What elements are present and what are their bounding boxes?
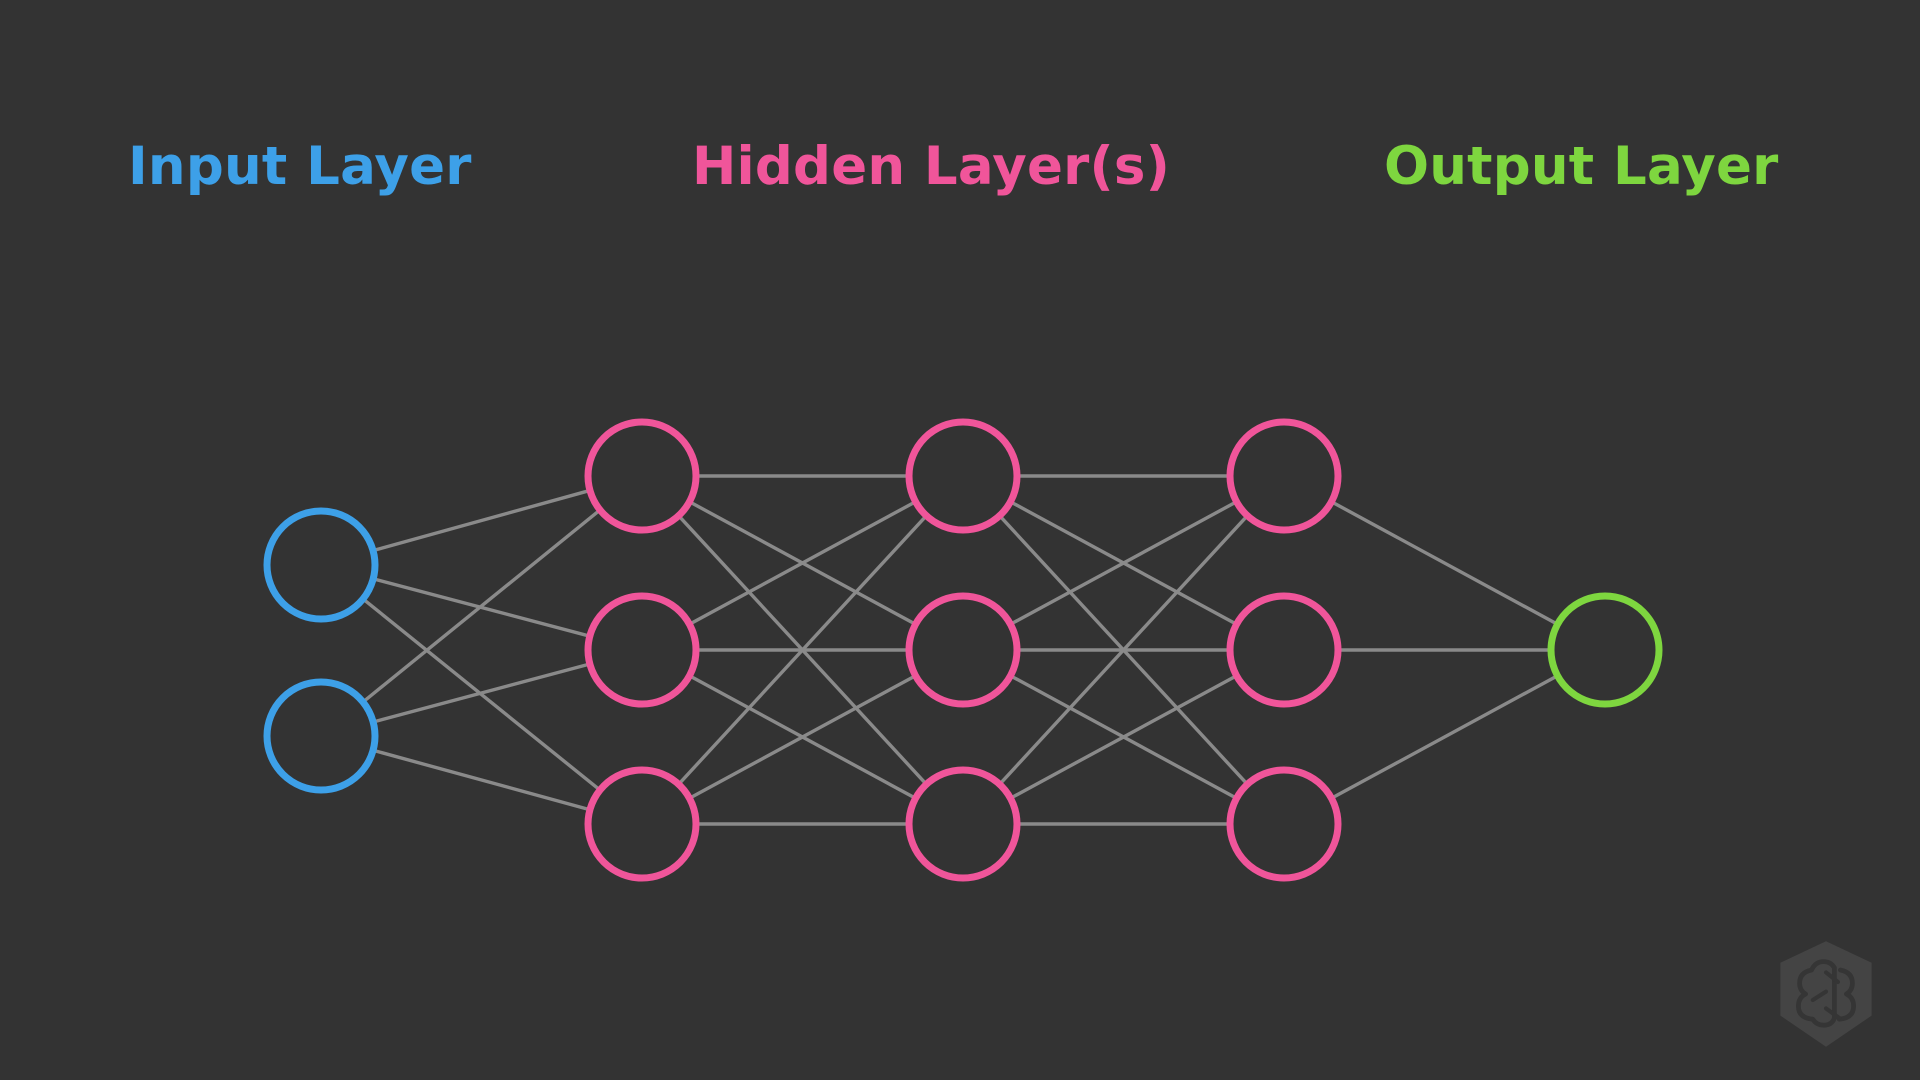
layer-label-output: Output Layer — [1384, 136, 1779, 197]
edge — [687, 674, 918, 800]
neuron-node-hidden[interactable] — [584, 418, 700, 534]
neuron-node-hidden[interactable] — [1226, 418, 1342, 534]
layer-label-input: Input Layer — [128, 136, 472, 197]
layer-label-hidden: Hidden Layer(s) — [692, 136, 1171, 197]
edge — [1329, 674, 1560, 800]
edge — [1329, 500, 1560, 626]
edge — [676, 513, 929, 787]
edge — [371, 748, 592, 812]
edge — [371, 662, 592, 724]
edge — [687, 500, 918, 626]
edges-group — [361, 474, 1560, 826]
neuron-node-hidden[interactable] — [905, 418, 1021, 534]
edge — [361, 508, 602, 704]
neuron-node-output[interactable] — [1547, 592, 1663, 708]
neuron-node-hidden[interactable] — [905, 592, 1021, 708]
neuron-node-hidden[interactable] — [584, 766, 700, 882]
edge — [1008, 674, 1239, 800]
neuron-node-input[interactable] — [263, 678, 379, 794]
neuron-node-hidden[interactable] — [584, 592, 700, 708]
neuron-node-hidden[interactable] — [1226, 592, 1342, 708]
edge — [1008, 500, 1239, 626]
edge — [997, 513, 1250, 787]
nodes-group — [263, 418, 1663, 882]
neuron-node-hidden[interactable] — [1226, 766, 1342, 882]
neuron-node-input[interactable] — [263, 507, 379, 623]
neuron-node-hidden[interactable] — [905, 766, 1021, 882]
edge — [371, 488, 592, 553]
